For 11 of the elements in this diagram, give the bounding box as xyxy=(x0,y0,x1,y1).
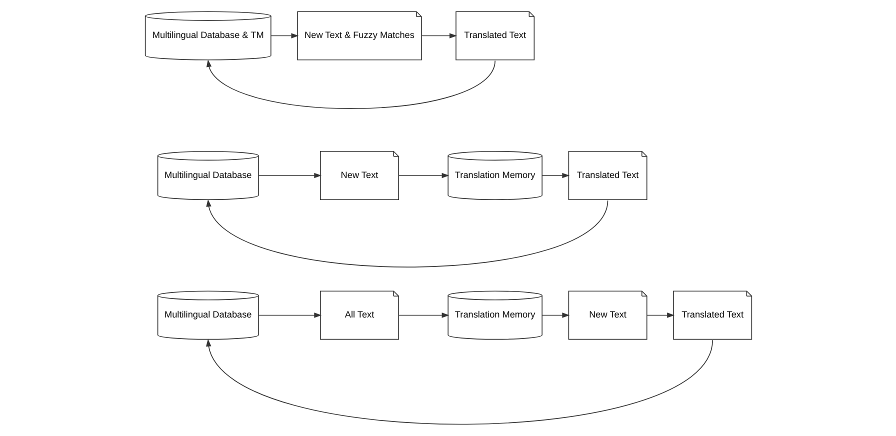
arrow xyxy=(206,199,608,268)
arrow xyxy=(258,312,322,318)
arrow xyxy=(270,33,298,38)
arrow xyxy=(258,172,322,178)
arrow xyxy=(206,59,495,109)
arrow xyxy=(420,33,456,38)
arrow xyxy=(646,312,674,318)
arrow xyxy=(398,312,449,318)
arrow xyxy=(541,312,570,318)
arrow xyxy=(541,172,570,178)
arrow xyxy=(398,172,449,178)
